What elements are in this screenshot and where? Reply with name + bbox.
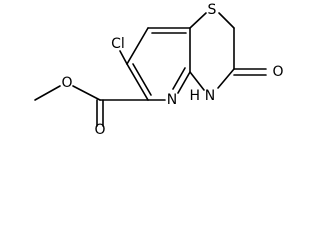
atom-labels: Cl S N N H O O O (61, 2, 283, 138)
bond-n5-c4a-inner (172, 67, 186, 90)
bond-c3-n4 (217, 68, 235, 89)
bond-n4-c4a (189, 71, 205, 91)
bond-carbonyl-c-o-single (72, 85, 101, 101)
bond-c7-c6-inner (132, 63, 152, 96)
atom-pyridine-nitrogen: N (167, 92, 177, 108)
pyridine-ring (126, 27, 191, 101)
bond-c7-cl (119, 50, 128, 65)
substituents (34, 50, 149, 127)
atom-chlorine: Cl (111, 36, 125, 52)
atom-keto-oxygen: O (272, 64, 283, 80)
bond-s-ch2 (218, 12, 235, 29)
bond-c7-c6 (126, 63, 149, 101)
atom-amide-nitrogen: N (205, 88, 215, 104)
atom-sulfur: S (208, 2, 217, 18)
molecule-structure: Cl S N N H O O O (34, 2, 284, 138)
bond-o-methyl (34, 85, 61, 101)
atom-ester-oxygen: O (61, 75, 72, 91)
bond-n5-c4a (177, 71, 191, 94)
atom-carbonyl-oxygen: O (94, 122, 105, 138)
bond-c8a-s (189, 12, 207, 29)
bond-c8-c7 (126, 27, 149, 65)
atom-amide-hydrogen: H (189, 88, 200, 104)
thiazine-ring (189, 12, 267, 91)
